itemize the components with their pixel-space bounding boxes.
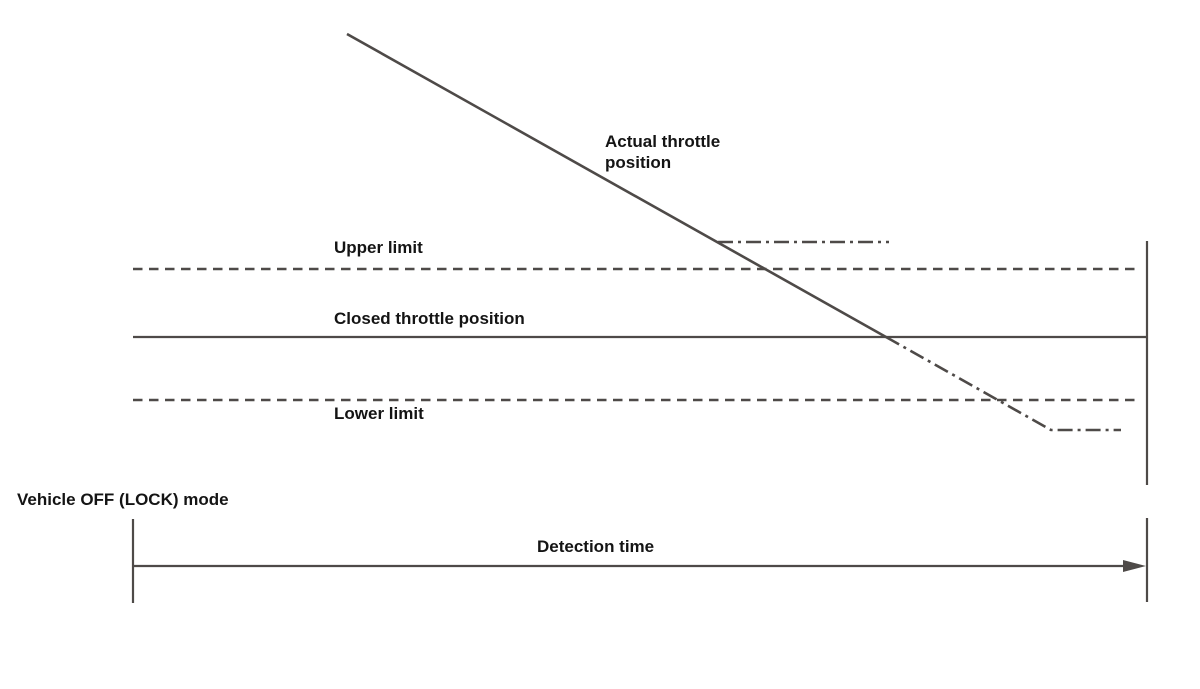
detection-time-label: Detection time (537, 537, 655, 556)
lower-limit-label: Lower limit (334, 404, 424, 423)
actual-throttle-dashdot-trace (885, 335, 1121, 432)
vehicle-off-lock-mode-label: Vehicle OFF (LOCK) mode (17, 490, 229, 509)
upper-limit-label: Upper limit (334, 238, 423, 257)
actual-throttle-label: Actual throttle position (605, 132, 721, 172)
time-axis-arrowhead-icon (1123, 560, 1146, 572)
closed-throttle-label: Closed throttle position (334, 309, 525, 328)
actual-throttle-solid-trace (346, 32, 887, 339)
